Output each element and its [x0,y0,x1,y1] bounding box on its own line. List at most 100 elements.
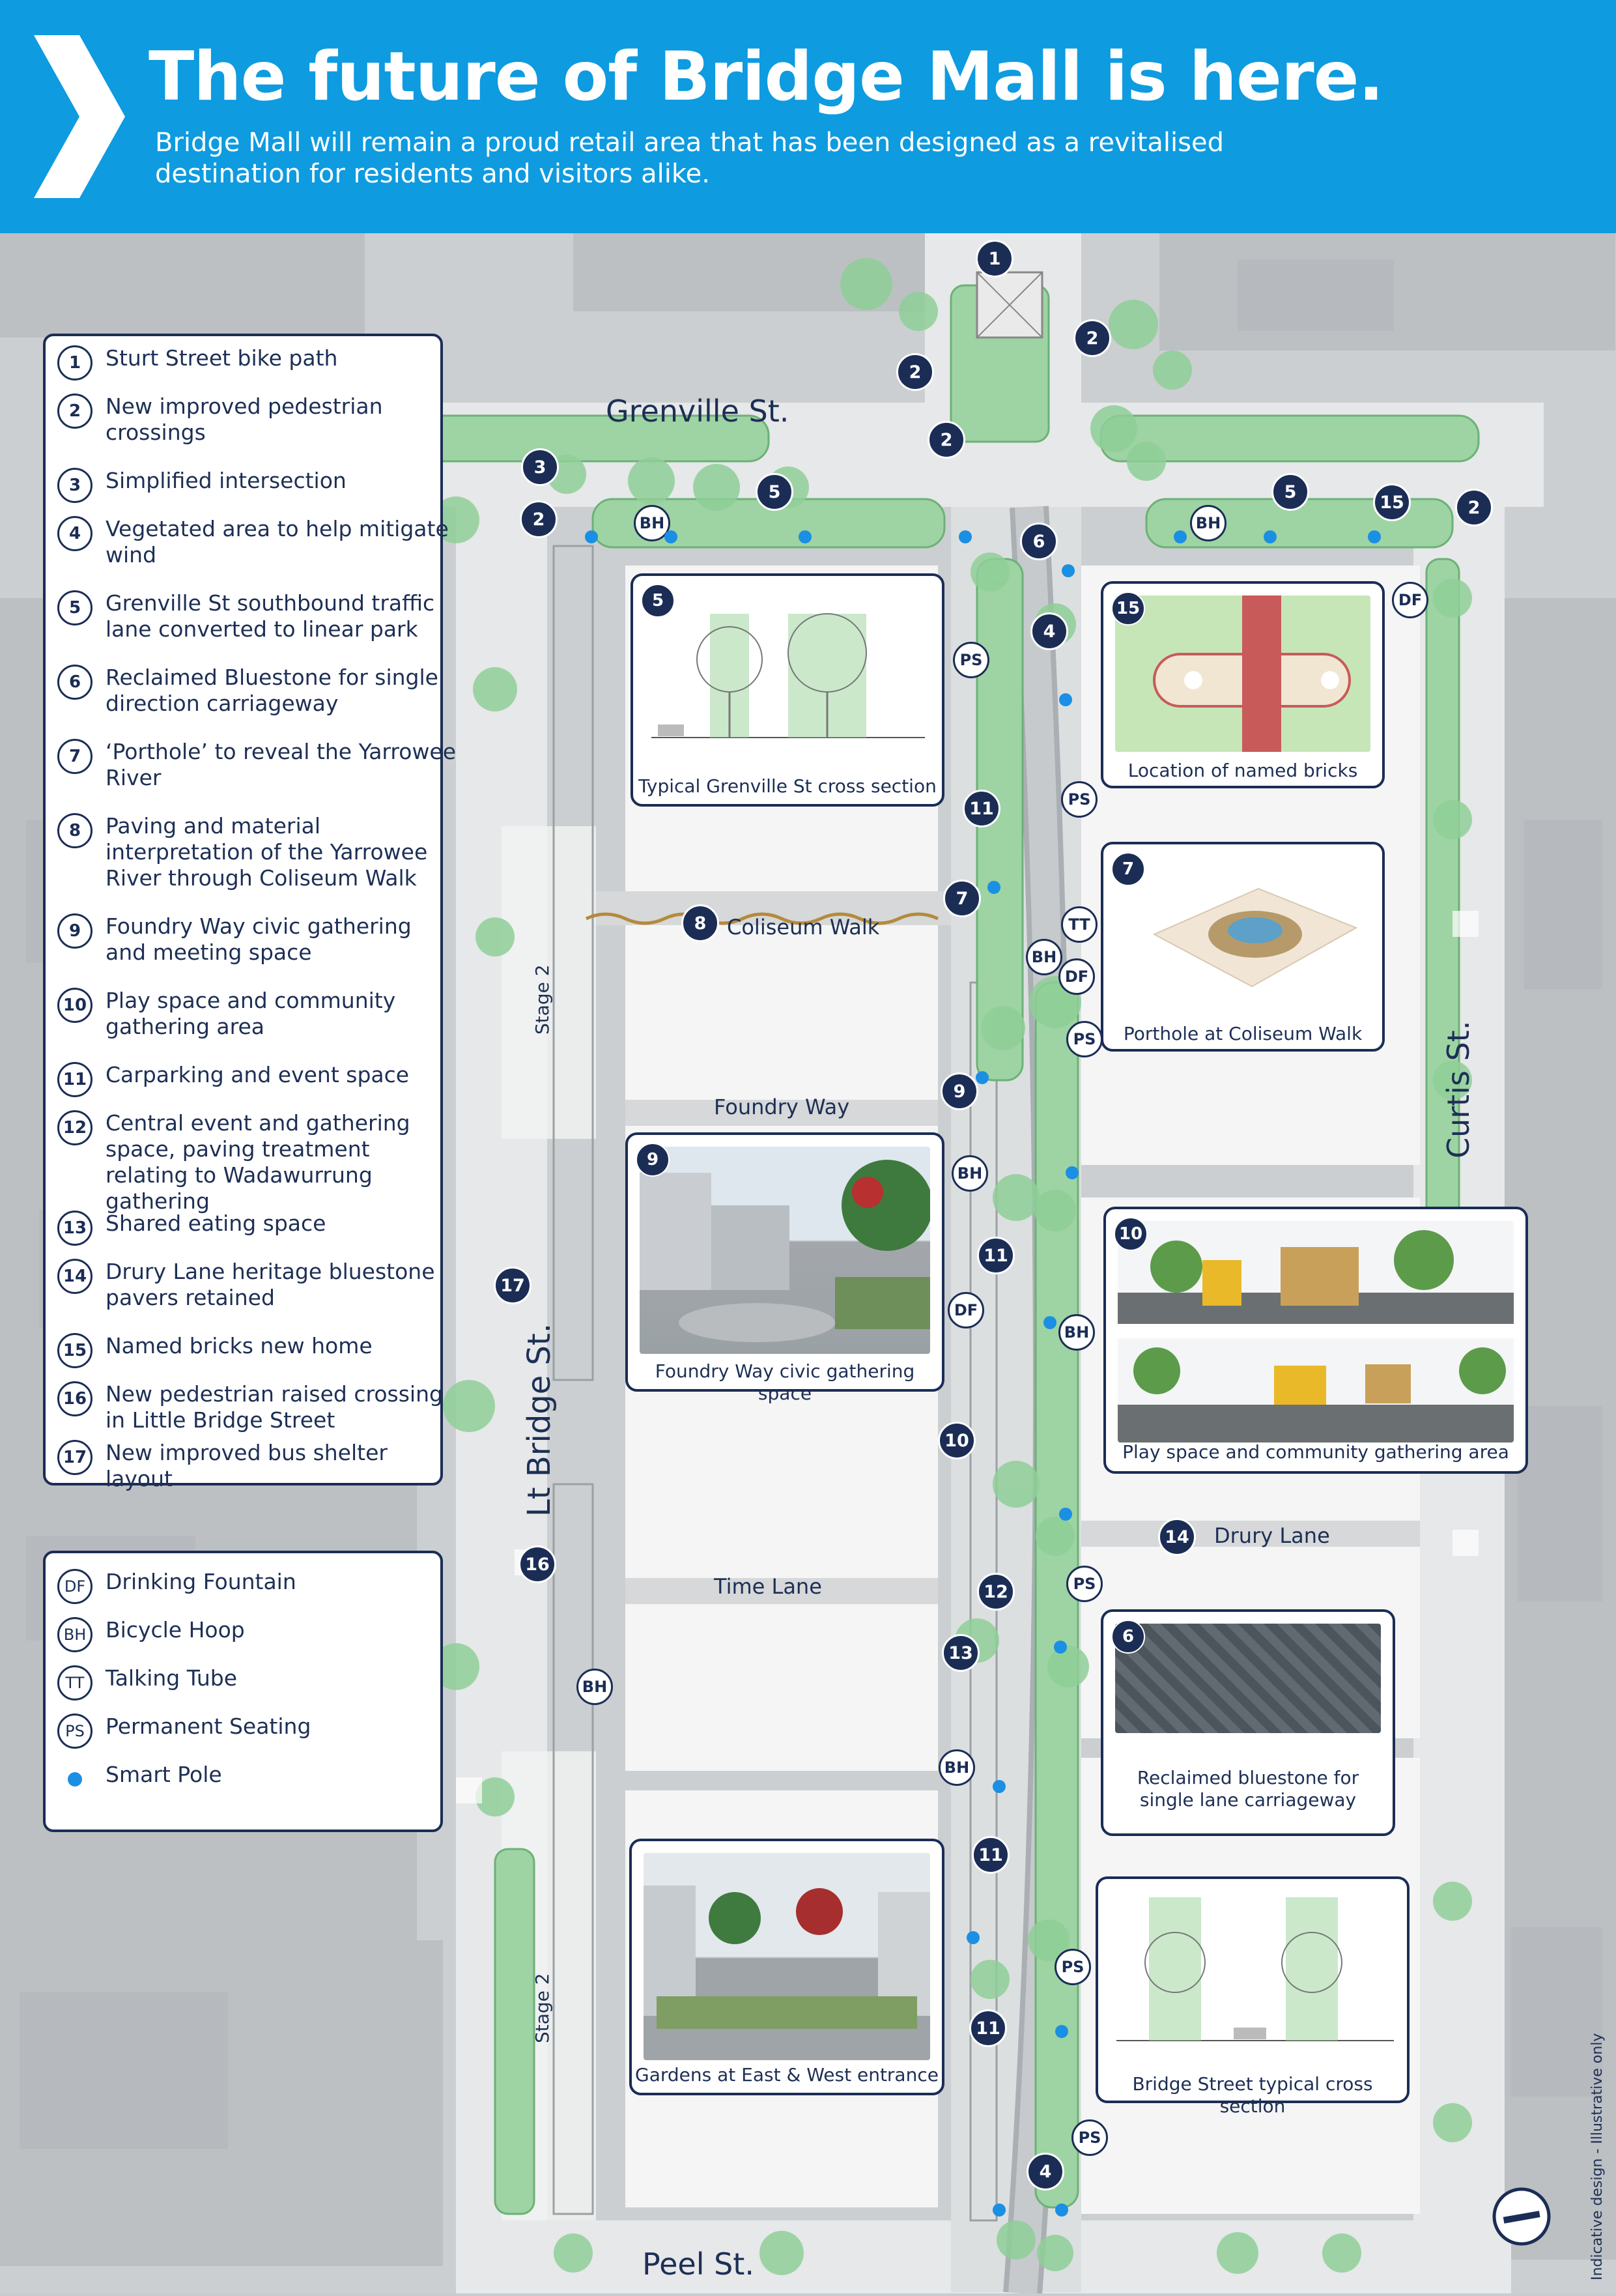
map-marker-14[interactable]: 14 [1158,1518,1196,1556]
smart-pole-icon[interactable] [1054,1641,1067,1654]
legend-number: 14 [57,1259,92,1294]
amenity-drinking-fountain[interactable]: DF [948,1292,984,1328]
smart-pole-icon[interactable] [1055,2203,1068,2217]
amenity-permanent-seating[interactable]: PS [1066,1566,1103,1602]
card-gardens-entrance: Gardens at East & West entrance [629,1839,944,2095]
card-caption-line-1: Reclaimed bluestone for [1137,1767,1359,1788]
smart-pole-icon[interactable] [585,530,598,543]
map-marker-13[interactable]: 13 [942,1634,980,1672]
map-marker-8[interactable]: 8 [681,904,719,942]
amenity-bicycle-hoop[interactable]: BH [634,505,670,541]
smart-pole-icon[interactable] [1059,693,1072,706]
lane-label-coliseum: Coliseum Walk [727,915,880,940]
stage-label-south: Stage 2 [532,1973,553,2043]
card-number: 5 [641,584,675,618]
card-caption-line-2: single lane carriageway [1139,1789,1357,1811]
amenity-permanent-seating[interactable]: PS [1066,1021,1103,1057]
smart-pole-icon[interactable] [976,1071,989,1084]
card-bridge-street-cross-section: Bridge Street typical cross section [1096,1876,1410,2117]
map-marker-11[interactable]: 11 [969,2009,1007,2047]
legend-label: Sturt Street bike path [106,345,338,371]
smart-pole-icon[interactable] [959,530,972,543]
map-marker-7[interactable]: 7 [943,880,981,917]
lane-label-time: Time Lane [714,1574,822,1599]
map-marker-5[interactable]: 5 [1271,473,1309,511]
map-marker-11[interactable]: 11 [977,1237,1015,1274]
map-marker-4[interactable]: 4 [1030,612,1068,650]
amenity-permanent-seating[interactable]: PS [1061,781,1098,818]
amenity-permanent-seating[interactable]: PS [1071,2119,1108,2156]
north-arrow-icon [1492,2187,1551,2246]
card-number: 15 [1111,592,1145,625]
map-marker-2[interactable]: 2 [896,353,934,391]
map-marker-6[interactable]: 6 [1020,523,1058,560]
smart-pole-icon[interactable] [993,1780,1006,1793]
smart-pole-icon[interactable] [1062,564,1075,577]
chevron-right-icon [34,35,125,198]
map-marker-12[interactable]: 12 [977,1573,1015,1611]
map-marker-2[interactable]: 2 [520,500,558,538]
amenity-bicycle-hoop[interactable]: BH [1026,939,1062,975]
map-marker-10[interactable]: 10 [938,1422,976,1459]
page-title: The future of Bridge Mall is here. [149,38,1384,116]
smart-pole-icon[interactable] [1368,530,1381,543]
map-marker-11[interactable]: 11 [972,1836,1010,1874]
smart-pole-icon[interactable] [993,2203,1006,2217]
key-label: Drinking Fountain [106,1569,296,1594]
smart-pole-icon[interactable] [1174,530,1187,543]
smart-pole-dot-icon [57,1762,92,1797]
legend-label: Play space and community gathering area [106,988,396,1039]
card-number: 7 [1111,852,1145,886]
map-marker-17[interactable]: 17 [494,1267,532,1304]
map-marker-16[interactable]: 16 [518,1545,556,1583]
amenity-permanent-seating[interactable]: PS [1055,1949,1091,1985]
smart-pole-icon[interactable] [1043,1316,1056,1329]
smart-pole-icon[interactable] [967,1931,980,1944]
map-marker-2[interactable]: 2 [1455,489,1493,526]
amenity-bicycle-hoop[interactable]: BH [1190,505,1226,541]
card-caption: Typical Grenville St cross section [638,775,937,797]
legend-number: 3 [57,468,92,503]
key-label: Talking Tube [106,1665,238,1691]
amenity-talking-tube[interactable]: TT [1061,906,1098,943]
key-symbol: PS [57,1714,92,1749]
card-porthole: 7 Porthole at Coliseum Walk [1101,842,1385,1052]
smart-pole-icon[interactable] [1059,1508,1072,1521]
map-marker-2[interactable]: 2 [1073,319,1111,357]
amenity-drinking-fountain[interactable]: DF [1392,582,1428,618]
smart-pole-icon[interactable] [987,881,1000,894]
legend-number: 9 [57,913,92,949]
map-marker-11[interactable]: 11 [963,790,1000,827]
legend-number: 12 [57,1110,92,1145]
amenity-bicycle-hoop[interactable]: BH [939,1749,975,1786]
legend-label: Vegetated area to help mitigate wind [106,516,449,567]
smart-pole-icon[interactable] [799,530,812,543]
street-label-lt-bridge: Lt Bridge St. [521,1323,558,1517]
legend-label: Simplified intersection [106,468,347,493]
key-item-smart-pole: Smart Pole [57,1762,457,1797]
smart-pole-icon[interactable] [1264,530,1277,543]
amenity-bicycle-hoop[interactable]: BH [576,1669,613,1705]
smart-pole-icon[interactable] [664,530,677,543]
map-marker-9[interactable]: 9 [941,1072,978,1110]
smart-pole-icon[interactable] [1066,1166,1079,1179]
map-marker-4[interactable]: 4 [1027,2153,1064,2190]
map-marker-5[interactable]: 5 [756,473,793,511]
map-marker-1[interactable]: 1 [976,240,1014,278]
amenity-drinking-fountain[interactable]: DF [1058,958,1095,995]
header-banner: The future of Bridge Mall is here. Bridg… [0,0,1616,233]
amenity-permanent-seating[interactable]: PS [953,642,989,678]
lane-label-drury: Drury Lane [1214,1523,1330,1548]
amenity-bicycle-hoop[interactable]: BH [1058,1314,1095,1351]
map-marker-2[interactable]: 2 [928,421,965,459]
map-marker-3[interactable]: 3 [521,448,559,486]
smart-pole-icon[interactable] [1055,2025,1068,2038]
map-marker-15[interactable]: 15 [1373,483,1411,521]
card-foundry-way: 9 Foundry Way civic gathering space [625,1132,944,1404]
legend-number: 11 [57,1062,92,1097]
amenity-bicycle-hoop[interactable]: BH [952,1155,988,1192]
